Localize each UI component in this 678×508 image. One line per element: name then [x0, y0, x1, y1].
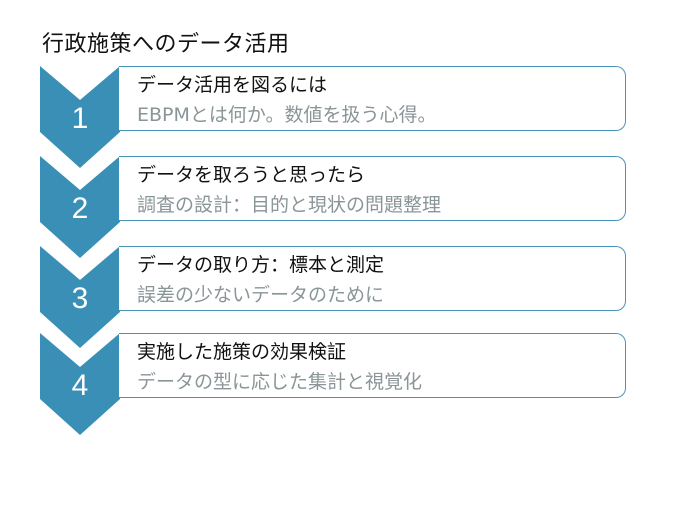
step-subtitle: 調査の設計：目的と現状の問題整理	[137, 194, 442, 216]
step-number: 1	[71, 102, 89, 135]
chevron-icon	[40, 66, 120, 168]
step-number: 3	[71, 282, 89, 315]
step-heading: データを取ろうと思ったら	[137, 164, 366, 186]
chevron-icon	[40, 156, 120, 258]
step-heading: データ活用を図るには	[137, 74, 328, 96]
step-box: データの取り方：標本と測定 誤差の少ないデータのために	[119, 246, 626, 311]
step-subtitle: 誤差の少ないデータのために	[137, 284, 385, 306]
page-title: 行政施策へのデータ活用	[42, 32, 290, 57]
step-number: 4	[71, 369, 89, 402]
step-heading: データの取り方：標本と測定	[137, 254, 385, 276]
step-box: データ活用を図るには EBPMとは何か。数値を扱う心得。	[119, 66, 626, 131]
chevron-icon	[40, 246, 120, 348]
step-subtitle: EBPMとは何か。数値を扱う心得。	[137, 104, 437, 126]
chevron-icon	[40, 333, 120, 435]
step-box: データを取ろうと思ったら 調査の設計：目的と現状の問題整理	[119, 156, 626, 221]
step-heading: 実施した施策の効果検証	[137, 341, 347, 363]
step-4: 4 実施した施策の効果検証 データの型に応じた集計と視覚化	[40, 333, 628, 435]
step-number: 2	[71, 192, 89, 225]
step-box: 実施した施策の効果検証 データの型に応じた集計と視覚化	[119, 333, 626, 398]
step-subtitle: データの型に応じた集計と視覚化	[137, 371, 423, 393]
step-2: 2 データを取ろうと思ったら 調査の設計：目的と現状の問題整理	[40, 156, 628, 258]
step-1: 1 データ活用を図るには EBPMとは何か。数値を扱う心得。	[40, 66, 628, 168]
step-3: 3 データの取り方：標本と測定 誤差の少ないデータのために	[40, 246, 628, 348]
